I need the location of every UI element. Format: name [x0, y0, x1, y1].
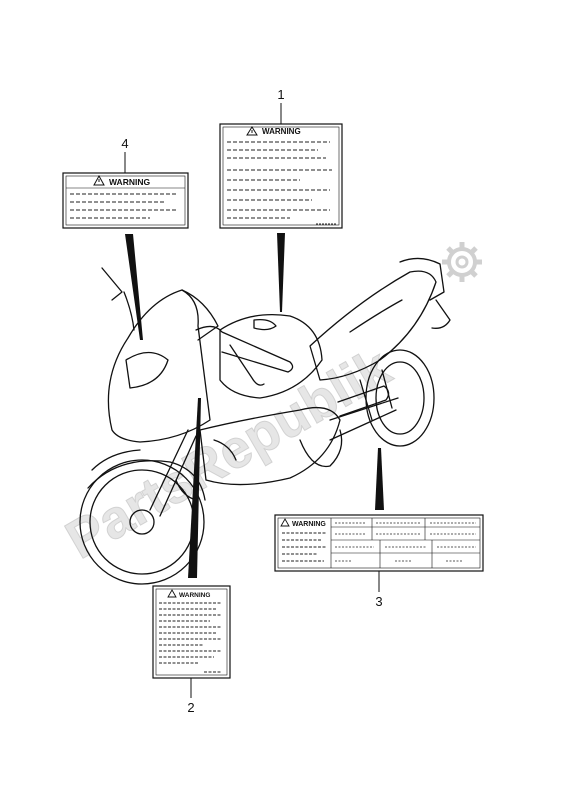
pointer-arrow-2: [188, 398, 201, 578]
warning-triangle-icon: [280, 518, 290, 527]
motorcycle-illustration: [79, 257, 451, 585]
label-1-title: WARNING: [262, 127, 301, 136]
warning-label-1: WARNING: [219, 123, 343, 229]
callout-number-3: 3: [375, 594, 382, 609]
label-2-group: WARNING 2: [152, 398, 231, 715]
warning-label-4: WARNING: [62, 172, 189, 229]
callout-number-1: 1: [277, 87, 284, 102]
label-3-group: WARNING: [274, 448, 484, 609]
pointer-arrow-1: [277, 233, 285, 312]
label-2-title: WARNING: [179, 592, 210, 599]
pointer-arrow-4: [125, 234, 143, 340]
warning-triangle-icon: [93, 174, 105, 186]
label-1-group: 1 WARNING: [219, 87, 343, 312]
warning-triangle-icon: [246, 126, 258, 136]
label-4-title: WARNING: [109, 177, 150, 187]
warning-label-2: WARNING: [152, 585, 231, 679]
gear-icon: [442, 242, 482, 282]
pointer-arrow-3: [375, 448, 384, 510]
label-4-group: 4 WARNING: [62, 136, 189, 340]
warning-label-3: WARNING: [274, 514, 484, 572]
callout-number-4: 4: [121, 136, 128, 151]
label-3-title: WARNING: [292, 521, 326, 528]
callout-number-2: 2: [187, 700, 194, 715]
warning-triangle-icon: [167, 589, 177, 598]
